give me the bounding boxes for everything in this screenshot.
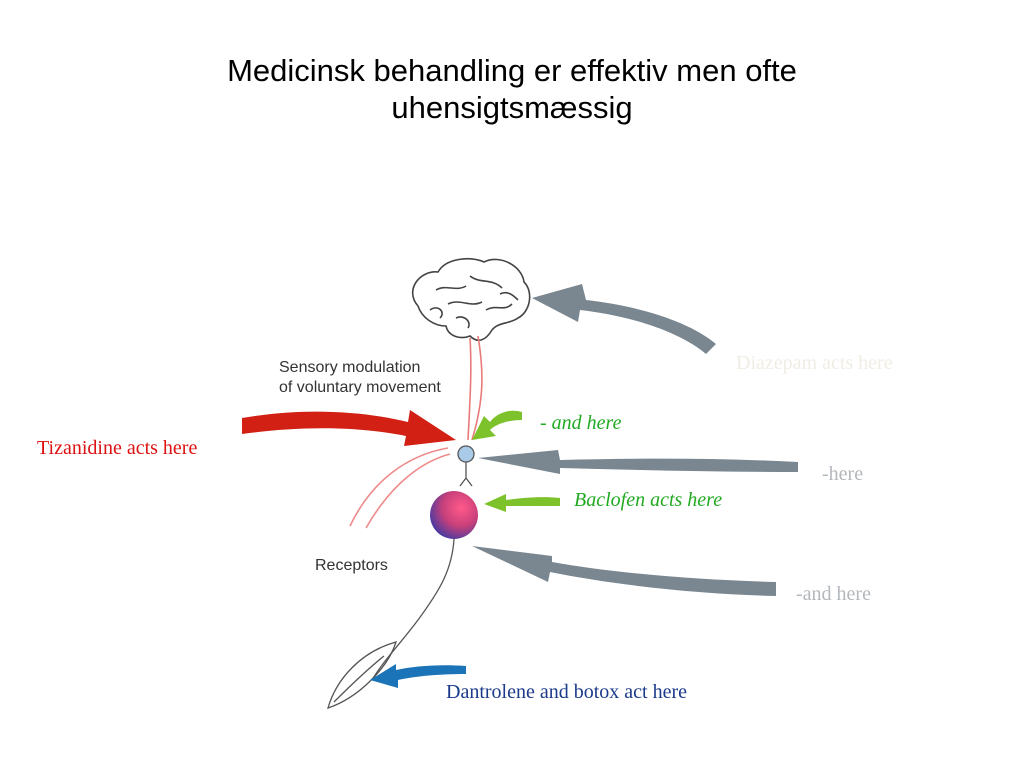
sensory-label-line2: of voluntary movement: [279, 379, 441, 396]
sensory-modulation-label: Sensory modulation of voluntary movement: [279, 358, 441, 398]
slide-title-line2: uhensigtsmæssig: [391, 90, 633, 125]
dantrolene-arrow: [370, 664, 466, 688]
diazepam-arrow: [532, 284, 716, 354]
baclofen-arrow: [484, 494, 560, 512]
and-here-green-arrow: [472, 410, 522, 440]
descending-pathways: [467, 335, 483, 441]
sensory-label-line1: Sensory modulation: [279, 359, 421, 376]
slide-title: Medicinsk behandling er effektiv men oft…: [0, 52, 1024, 126]
here-arrow: [478, 450, 798, 474]
and-here-green-label: - and here: [540, 412, 622, 434]
baclofen-label: Baclofen acts here: [574, 489, 723, 511]
muscle-icon: [327, 641, 397, 710]
here-gray-label: -here: [822, 463, 864, 485]
receptor-pathways: [349, 447, 451, 529]
neuron-icon: [371, 445, 478, 681]
dantrolene-label: Dantrolene and botox act here: [446, 681, 688, 703]
tizanidine-label: Tizanidine acts here: [37, 437, 198, 459]
and-here-arrow: [472, 546, 776, 596]
and-here-gray-label: -and here: [796, 583, 871, 605]
tizanidine-arrow: [242, 410, 456, 446]
receptors-label: Receptors: [315, 557, 388, 574]
slide-title-line1: Medicinsk behandling er effektiv men oft…: [227, 53, 797, 88]
brain-icon: [412, 258, 531, 342]
diazepam-label: Diazepam acts here: [736, 352, 893, 374]
